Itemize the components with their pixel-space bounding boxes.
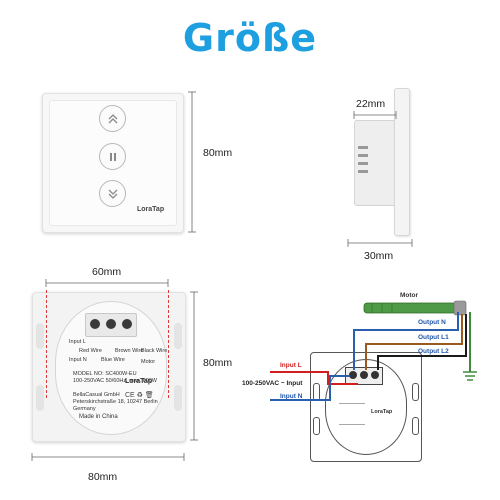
back-width-guide-left (46, 290, 47, 398)
country-text: Germany (73, 406, 96, 412)
back-plate: Input L Red Wire Input N Brown Wire Blue… (32, 292, 186, 442)
wire-output-l2 (377, 314, 467, 370)
output-l2-label: Output L2 (418, 348, 449, 355)
side-vents (358, 146, 368, 176)
pause-button[interactable] (99, 143, 126, 170)
certification-marks: CE ♻ 🗑 (125, 392, 154, 399)
wiring-lines (270, 312, 477, 401)
motor-label: Motor (400, 292, 419, 299)
side-view (350, 88, 420, 238)
terminal-label-black-wire: Black Wire (141, 348, 168, 354)
down-button[interactable] (99, 180, 126, 207)
terminal-label-input-n: Input N (69, 357, 87, 363)
side-width-dimension (347, 239, 413, 247)
back-height-label: 80mm (203, 357, 233, 369)
company-text: BellaCasual GmbH (73, 392, 120, 398)
down-arrow-icon (108, 189, 117, 199)
model-text: MODEL NO: SC400W-EU (73, 371, 137, 377)
back-brand-logo: LoraTap (125, 378, 153, 385)
front-brand-logo: LoraTap (137, 206, 165, 213)
terminal-label-input-l: Input L (69, 339, 86, 345)
up-button[interactable] (99, 105, 126, 132)
side-depth-label: 22mm (356, 98, 386, 110)
back-top-width-label: 60mm (92, 266, 122, 278)
front-plate: LoraTap (42, 93, 184, 233)
wire-input-l (270, 371, 358, 385)
terminal-label-red-wire: Red Wire (79, 348, 102, 354)
back-round-housing (55, 301, 167, 435)
side-depth-dimension (353, 111, 397, 119)
pause-icon (109, 152, 116, 161)
input-l-label: Input L (280, 362, 302, 369)
back-top-width-dimension (45, 279, 169, 287)
terminal-label-motor: Motor (141, 359, 156, 365)
output-n-label: Output N (418, 319, 446, 326)
front-height-label: 80mm (203, 147, 233, 159)
side-plate (394, 88, 410, 236)
up-arrow-icon (108, 113, 117, 123)
wiring-switch-plate: LoraTap (310, 352, 422, 462)
side-width-label: 30mm (364, 250, 394, 262)
back-bottom-width-label: 80mm (88, 471, 118, 483)
wire-output-l1 (365, 314, 463, 370)
input-voltage-label: 100-250VAC ~ Input (242, 380, 303, 387)
input-n-label: Input N (280, 393, 303, 400)
made-in-text: Made in China (79, 414, 118, 420)
wiring-brand-logo: LoraTap (371, 409, 393, 415)
back-height-dimension (190, 291, 198, 441)
terminal-label-brown-wire: Brown Wire (115, 348, 144, 354)
wire-input-n (270, 375, 350, 401)
front-height-dimension (188, 91, 196, 233)
address-text: Peterskirchstraße 18, 10247 Berlin (73, 399, 158, 405)
page-title: Größe (182, 16, 318, 60)
output-l1-label: Output L1 (418, 334, 449, 341)
terminal-block (85, 313, 137, 337)
wire-output-n (353, 312, 459, 370)
back-bottom-width-dimension (31, 453, 185, 461)
back-width-guide-right (168, 290, 169, 398)
terminal-label-blue-wire: Blue Wire (101, 357, 125, 363)
rating-text: 100-250VAC 50/60Hz, max. 600W (73, 378, 157, 384)
motor-tube (363, 300, 467, 316)
